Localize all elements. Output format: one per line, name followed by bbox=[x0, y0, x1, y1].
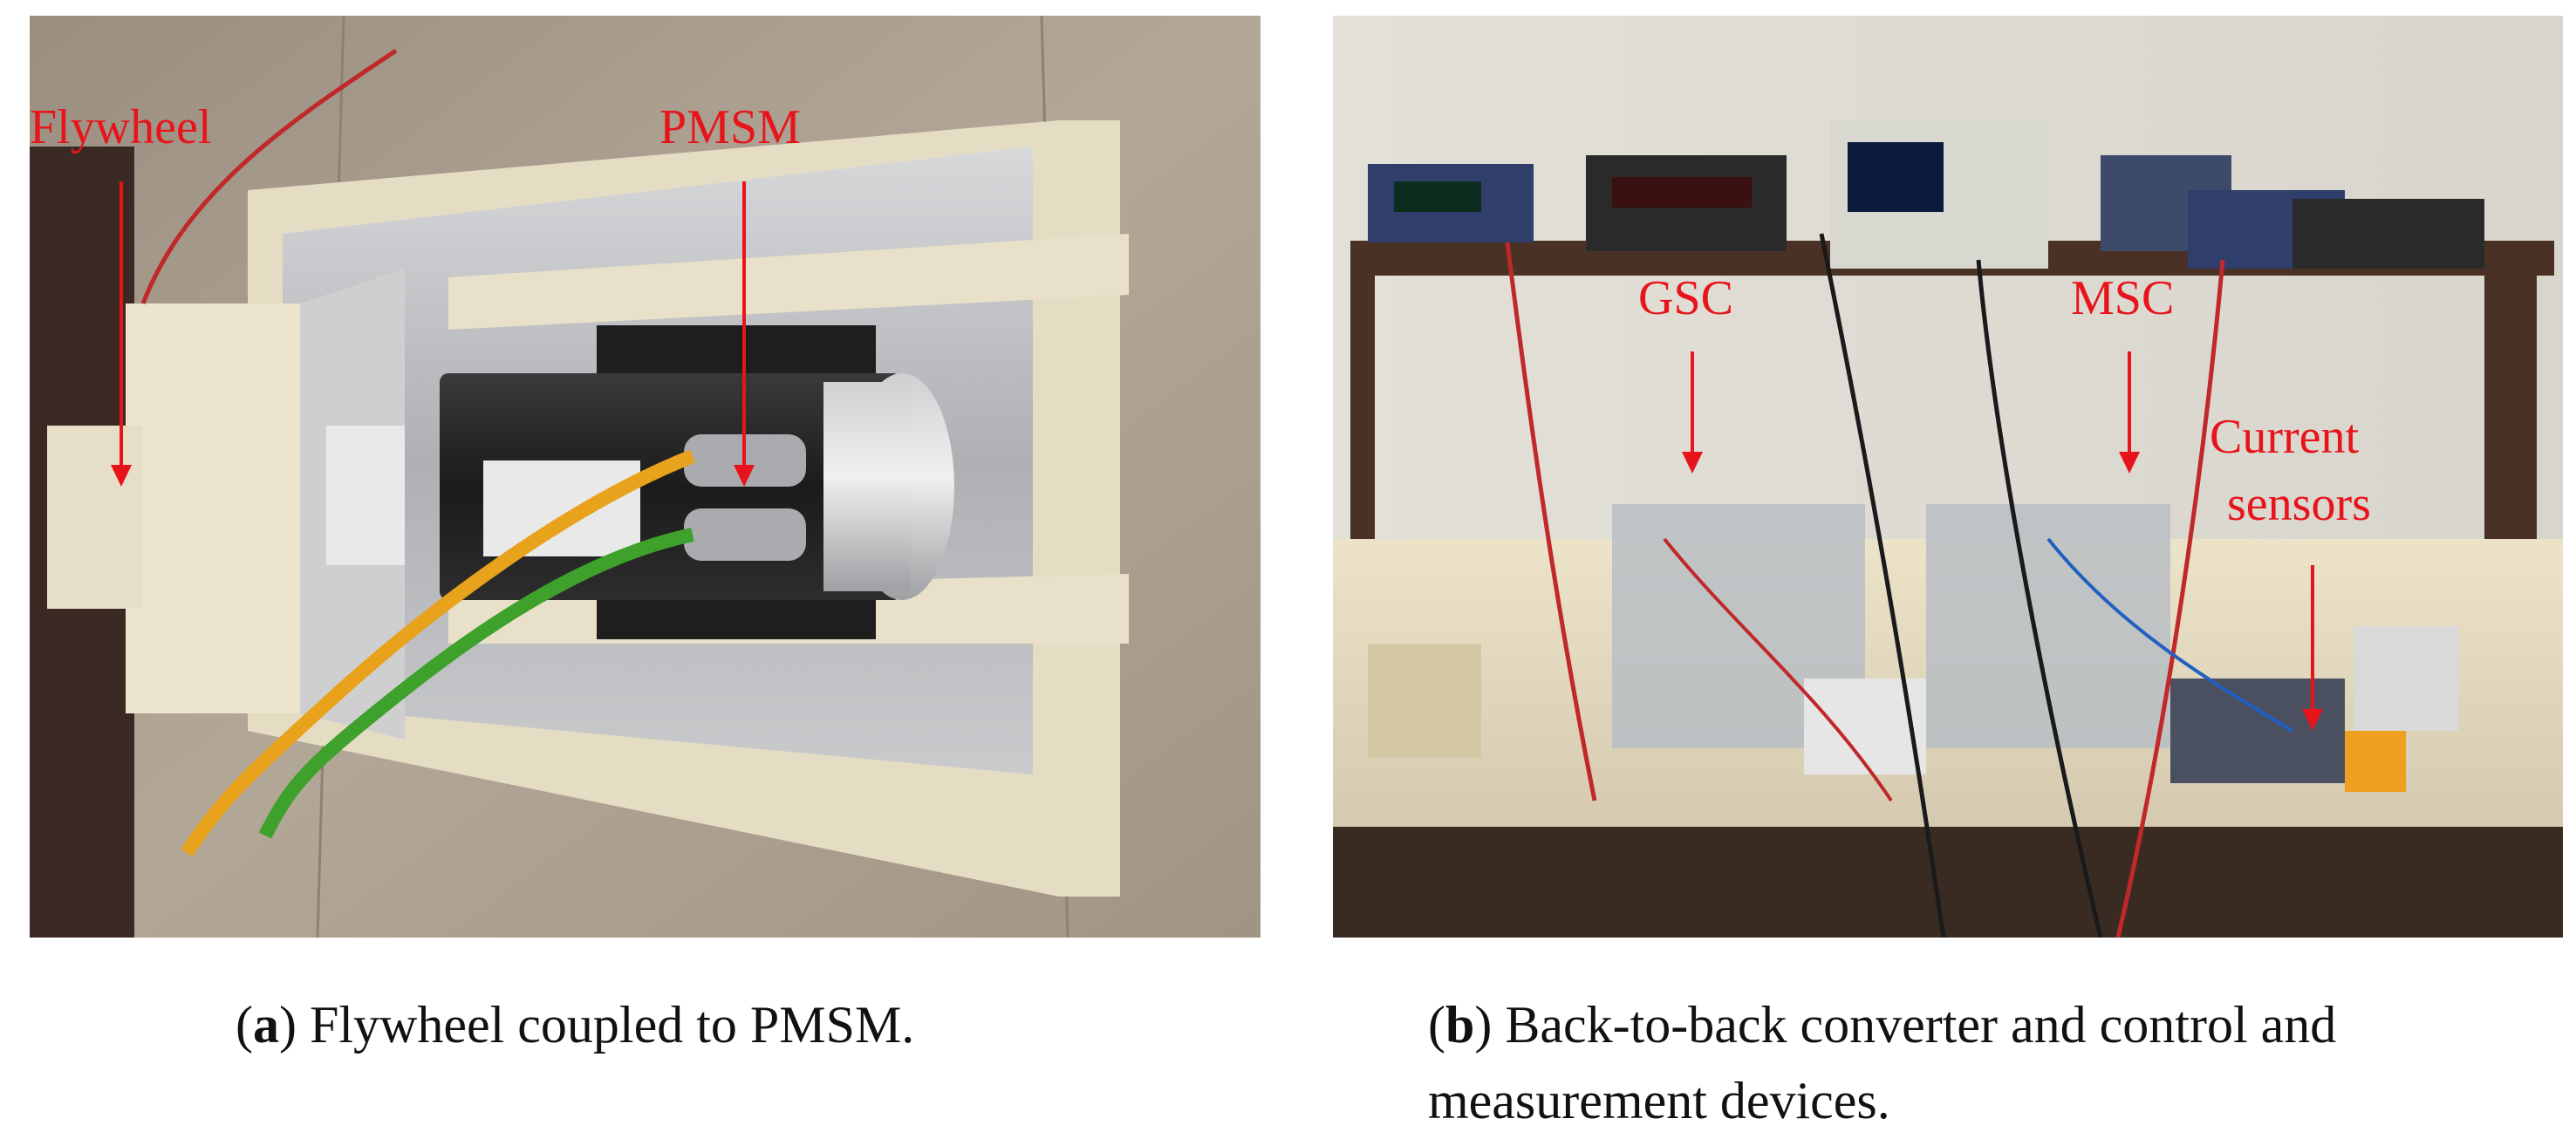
caption-b-text: Back-to-back converter and control and m… bbox=[1428, 996, 2337, 1129]
caption-a-text: Flywheel coupled to PMSM. bbox=[296, 996, 915, 1054]
pmsm-label: PMSM bbox=[659, 100, 801, 154]
converter-bench-photo bbox=[1333, 16, 2563, 938]
flywheel-label: Flywheel bbox=[30, 100, 212, 154]
current-sensors-label-line2: sensors bbox=[2227, 477, 2371, 531]
photo-panel-a: Flywheel PMSM bbox=[30, 16, 1261, 938]
gsc-label: GSC bbox=[1638, 271, 1733, 325]
msc-label: MSC bbox=[2071, 271, 2175, 325]
caption-a: (a) Flywheel coupled to PMSM. bbox=[236, 996, 915, 1054]
caption-b: (b) Back-to-back converter and control a… bbox=[1428, 996, 2337, 1129]
current-sensors-label-line1: Current bbox=[2210, 410, 2360, 464]
flywheel-pmsm-photo bbox=[30, 16, 1261, 938]
caption-b-letter: b bbox=[1445, 996, 1475, 1054]
caption-a-letter: a bbox=[252, 996, 279, 1054]
photo-panel-b: GSC MSC Current sensors bbox=[1333, 16, 2563, 938]
